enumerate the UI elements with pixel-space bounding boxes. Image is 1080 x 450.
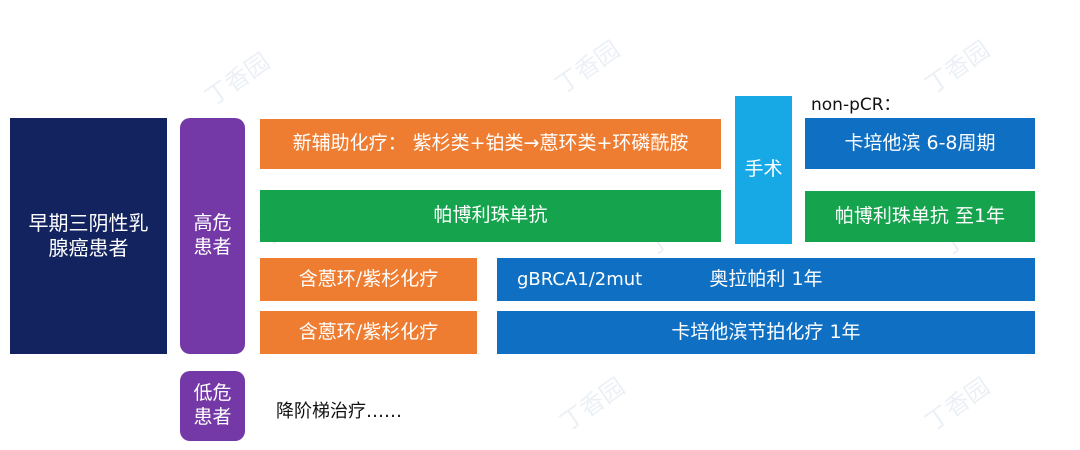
- neoadjuvant-box: 新辅助化疗： 紫杉类+铂类→蒽环类+环磷酰胺: [260, 119, 721, 169]
- watermark: 丁香园: [554, 372, 630, 437]
- population-box: 早期三阴性乳 腺癌患者: [10, 118, 167, 354]
- population-line-2: 腺癌患者: [48, 236, 129, 260]
- high-risk-box: 高危 患者: [180, 118, 245, 354]
- pembrolizumab-to-1-year-box: 帕博利珠单抗 至1年: [805, 191, 1035, 242]
- capecitabine-6-8-cycles-box: 卡培他滨 6-8周期: [805, 118, 1035, 169]
- surgery-box: 手术: [735, 96, 792, 244]
- de-escalation-note: 降阶梯治疗……: [276, 401, 402, 422]
- capecitabine-metronomic-box: 卡培他滨节拍化疗 1年: [497, 311, 1035, 354]
- watermark: 丁香园: [919, 35, 995, 100]
- watermark: 丁香园: [549, 35, 625, 100]
- high-risk-line-1: 高危: [193, 212, 232, 235]
- population-line-1: 早期三阴性乳: [28, 211, 149, 235]
- non-pcr-label: non-pCR：: [811, 95, 901, 115]
- low-risk-box: 低危 患者: [180, 371, 245, 441]
- low-risk-line-1: 低危: [193, 382, 232, 405]
- olaparib-box: gBRCA1/2mut 奥拉帕利 1年: [497, 258, 1035, 301]
- anthracycline-taxane-box-2: 含蒽环/紫杉化疗: [260, 311, 477, 354]
- low-risk-line-2: 患者: [193, 406, 232, 428]
- high-risk-line-2: 患者: [193, 236, 232, 258]
- watermark: 丁香园: [919, 372, 995, 437]
- pembrolizumab-main-box: 帕博利珠单抗: [260, 190, 721, 242]
- watermark: 丁香园: [199, 47, 275, 112]
- olaparib-label: 奥拉帕利 1年: [709, 267, 823, 290]
- gbrca-mutation-label: gBRCA1/2mut: [517, 268, 643, 290]
- anthracycline-taxane-box-1: 含蒽环/紫杉化疗: [260, 258, 477, 301]
